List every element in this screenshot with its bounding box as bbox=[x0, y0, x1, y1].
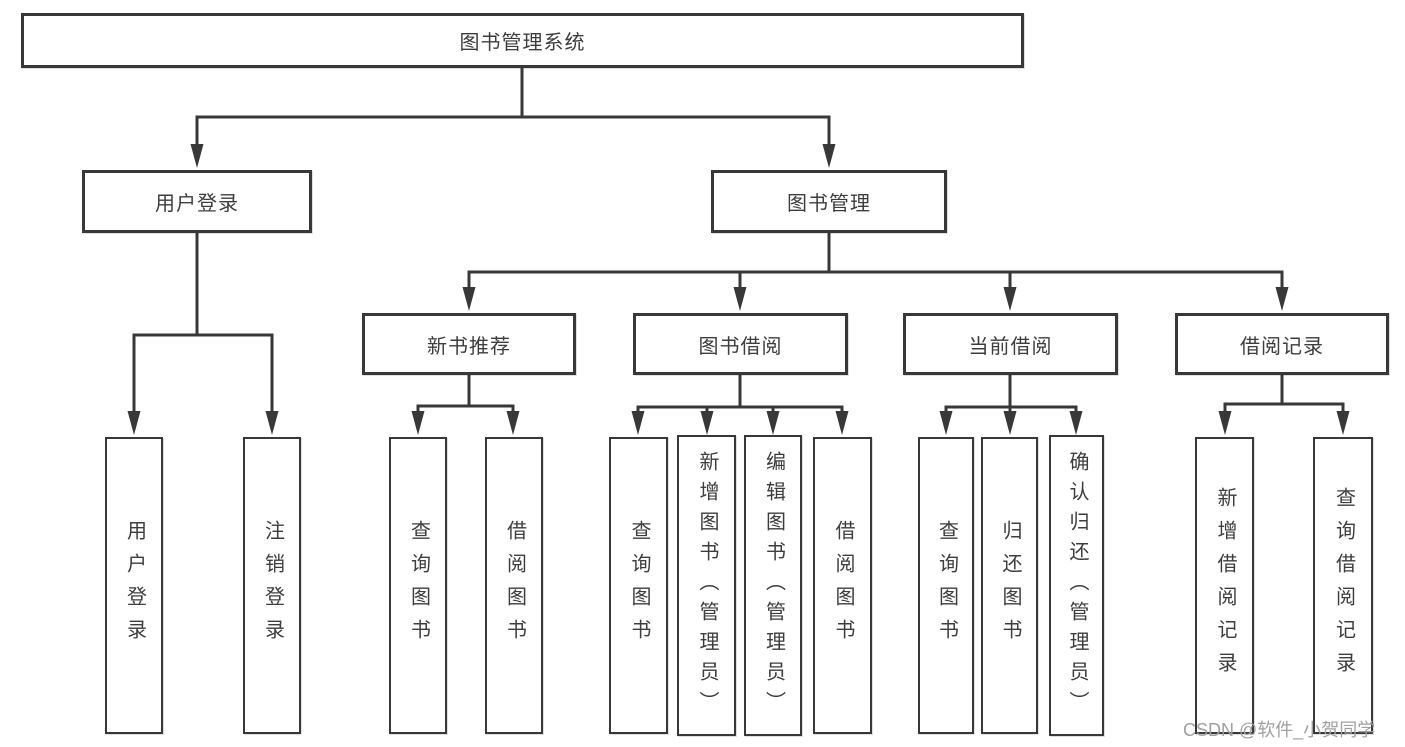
node-label: 查询图书 bbox=[935, 519, 958, 652]
node-label: 用户登录 bbox=[123, 519, 146, 652]
arrowhead bbox=[265, 411, 279, 435]
arrowhead bbox=[190, 144, 204, 168]
leaf-logout: 注销登录 bbox=[243, 437, 301, 734]
node-label: 查询图书 bbox=[407, 519, 430, 652]
node-label: 查询图书 bbox=[628, 519, 650, 652]
arrowhead bbox=[1003, 411, 1017, 435]
leaf-edit-books-admin: 编辑图书（管理员） bbox=[744, 435, 802, 736]
node-library-management-system: 图书管理系统 bbox=[21, 13, 1024, 68]
arrowhead bbox=[1275, 287, 1289, 311]
node-label: 借阅图书 bbox=[832, 519, 854, 652]
connector-recommend-to-leaves bbox=[416, 373, 515, 416]
connector-records-to-leaves bbox=[1223, 373, 1345, 414]
leaf-query-books-current: 查询图书 bbox=[918, 437, 974, 734]
connector-userlogin-to-leaves bbox=[132, 231, 274, 416]
node-label: 借阅图书 bbox=[503, 519, 526, 652]
leaf-query-books-borrowing: 查询图书 bbox=[609, 437, 668, 734]
arrowhead bbox=[411, 411, 425, 435]
leaf-borrow-books-borrowing: 借阅图书 bbox=[813, 437, 872, 734]
connector-borrow-to-leaves bbox=[636, 373, 844, 416]
arrowhead bbox=[766, 411, 780, 435]
arrowhead bbox=[462, 287, 476, 311]
arrowhead bbox=[1003, 287, 1017, 311]
node-label: 归还图书 bbox=[999, 519, 1021, 652]
leaf-add-borrow-record: 新增借阅记录 bbox=[1195, 437, 1254, 734]
node-current-borrowing: 当前借阅 bbox=[903, 313, 1118, 375]
node-borrowing-records: 借阅记录 bbox=[1175, 313, 1389, 375]
node-label: 查询借阅记录 bbox=[1332, 486, 1355, 685]
leaf-query-books-recommend: 查询图书 bbox=[389, 437, 447, 734]
arrowhead bbox=[1218, 411, 1232, 435]
node-book-borrowing: 图书借阅 bbox=[633, 313, 848, 375]
node-user-login: 用户登录 bbox=[82, 170, 312, 233]
node-label: 借阅记录 bbox=[1240, 335, 1324, 358]
node-label: 新增图书（管理员） bbox=[696, 450, 718, 721]
node-label: 编辑图书（管理员） bbox=[762, 450, 785, 721]
node-label: 当前借阅 bbox=[968, 335, 1053, 358]
arrowhead bbox=[631, 411, 645, 435]
node-label: 图书管理 bbox=[787, 193, 871, 215]
leaf-user-login: 用户登录 bbox=[105, 437, 163, 734]
arrowhead bbox=[822, 144, 836, 168]
node-label: 新书推荐 bbox=[427, 335, 511, 358]
arrowhead bbox=[733, 287, 747, 311]
connector-current-to-leaves bbox=[944, 373, 1078, 416]
node-label: 用户登录 bbox=[155, 193, 239, 215]
leaf-borrow-books-recommend: 借阅图书 bbox=[485, 437, 543, 734]
arrowhead bbox=[939, 411, 953, 435]
connector-root-to-level2 bbox=[195, 66, 831, 150]
node-new-book-recommend: 新书推荐 bbox=[362, 313, 576, 375]
node-label: 图书管理系统 bbox=[459, 32, 586, 54]
arrowhead bbox=[1069, 411, 1083, 435]
node-label: 图书借阅 bbox=[698, 335, 783, 358]
node-label: 确认归还（管理员） bbox=[1066, 450, 1088, 721]
leaf-return-books: 归还图书 bbox=[981, 437, 1038, 734]
leaf-add-books-admin: 新增图书（管理员） bbox=[677, 435, 736, 736]
node-label: 新增借阅记录 bbox=[1214, 486, 1236, 685]
connector-bookmgmt-to-level3 bbox=[467, 231, 1284, 292]
watermark-text: CSDN @软件_小贺同学 bbox=[1183, 720, 1376, 740]
node-label: 注销登录 bbox=[261, 519, 284, 652]
arrowhead bbox=[506, 411, 520, 435]
node-book-management: 图书管理 bbox=[711, 170, 947, 233]
arrowhead bbox=[127, 411, 141, 435]
leaf-confirm-return-admin: 确认归还（管理员） bbox=[1049, 435, 1104, 736]
arrowhead bbox=[700, 411, 714, 435]
arrowhead bbox=[1336, 411, 1350, 435]
leaf-query-borrow-record: 查询借阅记录 bbox=[1313, 437, 1373, 734]
arrowhead bbox=[835, 411, 849, 435]
